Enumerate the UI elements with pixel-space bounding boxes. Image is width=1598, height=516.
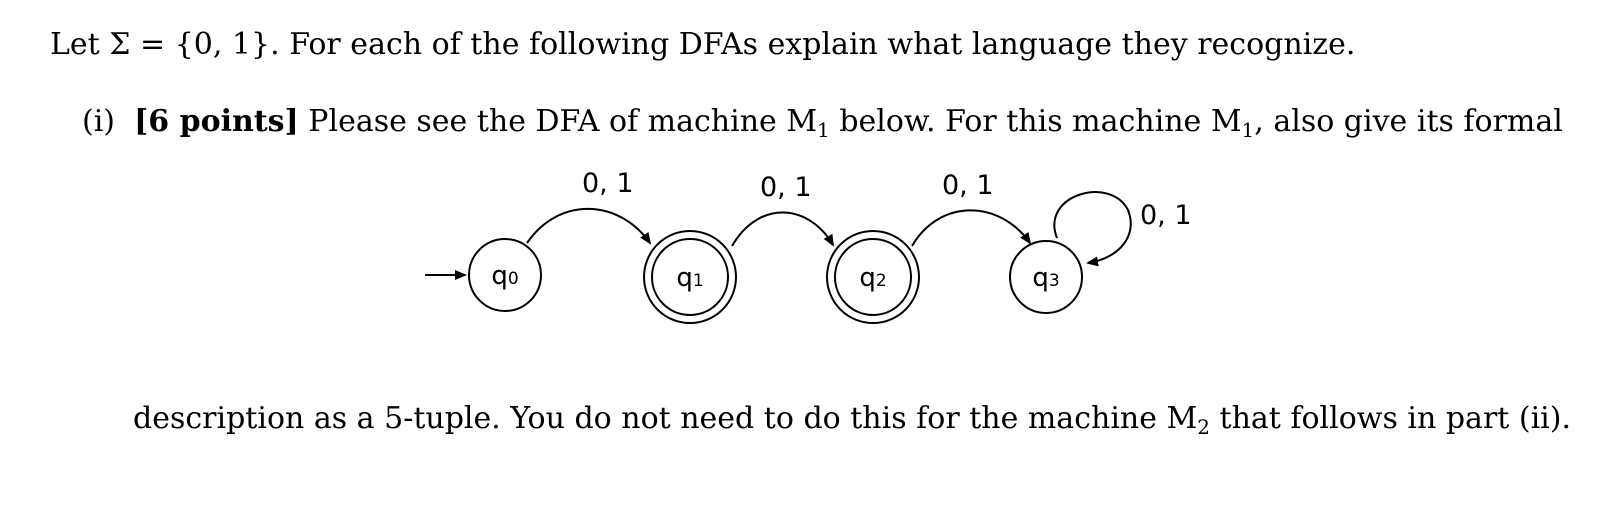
state-q2: q2 — [826, 230, 920, 324]
intro-sentence: Let Σ = {0, 1}. For each of the followin… — [50, 30, 1355, 60]
svg-text:q3: q3 — [1032, 263, 1059, 293]
transition-label-q2-q3: 0, 1 — [942, 170, 994, 201]
description-text-before: description as a 5-tuple. You do not nee… — [133, 401, 1167, 436]
transition-q3-q3 — [1053, 191, 1132, 267]
alphabet-definition: Σ = {0, 1} — [109, 27, 271, 62]
machine-subscript: 1 — [817, 118, 830, 142]
state-subscript-q0: 0 — [508, 269, 519, 289]
intro-suffix: . For each of the following DFAs explain… — [270, 27, 1356, 62]
part-i-text-middle: below. For this machine — [829, 104, 1211, 139]
transition-label-q1-q2: 0, 1 — [760, 172, 812, 203]
state-q3: q3 — [1009, 240, 1083, 314]
description-sentence: description as a 5-tuple. You do not nee… — [133, 401, 1572, 438]
transition-q2-q3 — [911, 209, 1032, 247]
transition-q1-q2 — [731, 211, 834, 247]
state-label-q0: q — [491, 261, 508, 291]
part-i-text-after: , also give its formal — [1254, 104, 1563, 139]
state-subscript-q3: 3 — [1049, 271, 1060, 291]
intro-prefix: Let — [50, 27, 110, 62]
state-label-q2: q — [859, 263, 876, 293]
part-i-text-before: Please see the DFA of machine — [298, 104, 787, 139]
state-subscript-q1: 1 — [693, 271, 704, 291]
state-label-q3: q — [1032, 263, 1049, 293]
machine-subscript-2: 1 — [1241, 118, 1255, 142]
svg-text:q1: q1 — [676, 263, 703, 293]
state-subscript-q2: 2 — [876, 271, 887, 291]
svg-text:q2: q2 — [859, 263, 886, 293]
state-q1: q1 — [643, 230, 737, 324]
part-i-question: (i) [6 points] Please see the DFA of mac… — [82, 104, 1563, 141]
state-label-q1: q — [676, 263, 693, 293]
transition-label-q3-q3: 0, 1 — [1140, 200, 1192, 231]
machine-name: M — [786, 104, 818, 139]
machine-name-2: M — [1210, 104, 1242, 139]
transition-label-q0-q1: 0, 1 — [582, 168, 634, 199]
state-q0: q0 — [468, 238, 542, 312]
part-number: (i) — [82, 104, 116, 139]
machine-name-m2: M — [1166, 401, 1198, 436]
points-label: [6 points] — [134, 104, 299, 139]
description-text-after: that follows in part (ii). — [1209, 401, 1572, 436]
machine-subscript-m2: 2 — [1197, 415, 1210, 439]
svg-text:q0: q0 — [491, 261, 518, 291]
transition-q0-q1 — [526, 207, 652, 245]
